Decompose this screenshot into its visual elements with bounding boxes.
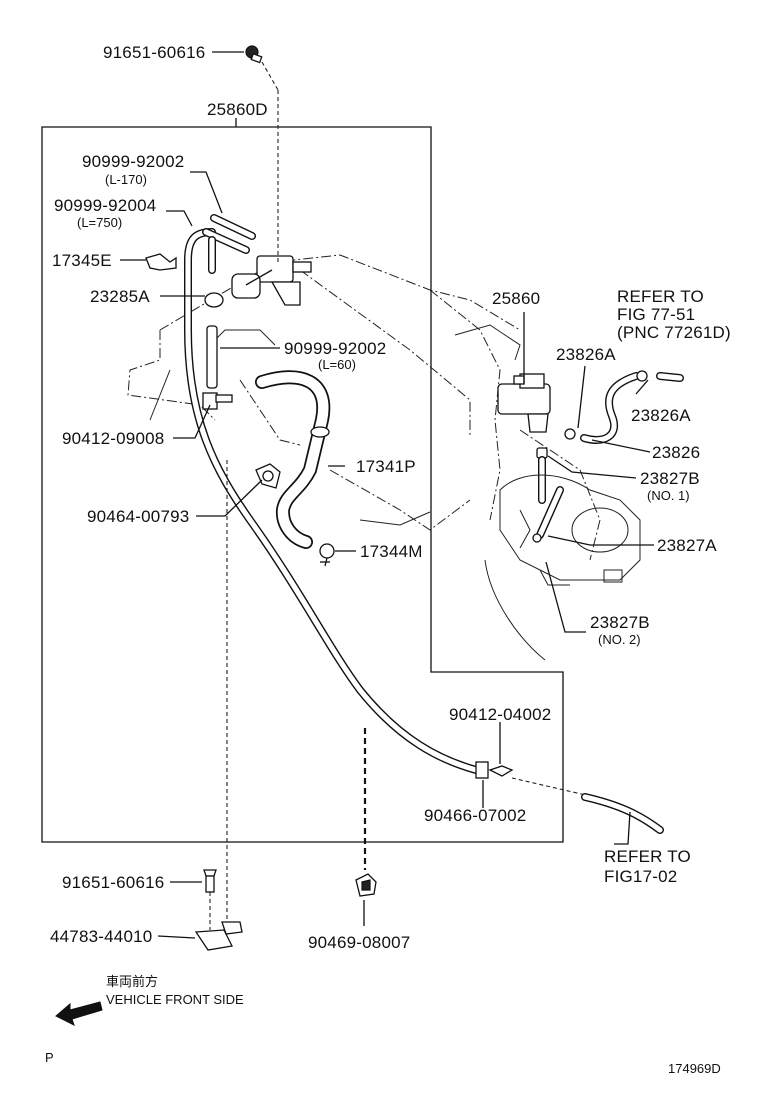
label-bolt-top: 91651-60616: [103, 43, 205, 62]
tube-23827: [532, 447, 564, 543]
engine-outline: [127, 254, 601, 661]
connector-90412-04002: [475, 761, 514, 779]
clip-90469-08007: [355, 873, 377, 897]
label-clip-90469: 90469-08007: [308, 933, 410, 952]
label-hose-l170-len: (L-170): [105, 172, 147, 187]
label-refer-fig77-line1: REFER TO: [617, 287, 704, 306]
assembly-boundary: [41, 126, 564, 843]
label-hose-17341p: 17341P: [356, 457, 416, 476]
left-arrow-icon: [55, 1001, 103, 1026]
label-hose-l750-len: (L=750): [77, 215, 122, 230]
label-assembly: 25860D: [207, 100, 268, 119]
label-part-23827b-no2-note: (NO. 2): [598, 632, 641, 647]
label-bolt-bottom: 91651-60616: [62, 873, 164, 892]
clamp-90464-00793: [255, 463, 281, 489]
clamp-17344m: [319, 543, 335, 567]
bolt-bottom-91651: [203, 869, 217, 893]
leader-lines: [120, 51, 654, 939]
hose-23826: [564, 370, 648, 444]
hose-l170: [202, 214, 256, 274]
label-part-23827b-no1: 23827B: [640, 469, 700, 488]
vsv-solenoid-25860d: [204, 255, 312, 308]
label-part-23827b-no1-note: (NO. 1): [647, 488, 690, 503]
throttle-body: [499, 474, 641, 586]
dash-to-fig17: [511, 777, 591, 797]
label-clamp-90464: 90464-00793: [87, 507, 189, 526]
front-label-en: VEHICLE FRONT SIDE: [106, 992, 244, 1007]
label-part-23285a: 23285A: [90, 287, 150, 306]
label-part-23826a-upper: 23826A: [556, 345, 616, 364]
hose-end-fig77: [656, 372, 684, 382]
label-hose-l60-len: (L=60): [318, 357, 356, 372]
clamp-17345e: [145, 253, 177, 271]
label-clamp-17345e: 17345E: [52, 251, 112, 270]
bracket-44783-44010: [194, 921, 243, 951]
label-valve-25860: 25860: [492, 289, 540, 308]
label-part-23826a-lower: 23826A: [631, 406, 691, 425]
label-refer-fig77-line3: (PNC 77261D): [617, 323, 731, 342]
label-refer-fig17-line1: REFER TO: [604, 847, 691, 866]
figure-id: 174969D: [668, 1061, 721, 1076]
label-part-23827a: 23827A: [657, 536, 717, 555]
label-part-23827b-no2: 23827B: [590, 613, 650, 632]
corner-letter: P: [45, 1050, 54, 1065]
label-clip-90412-04002: 90412-04002: [449, 705, 551, 724]
dash-bolt-top: [261, 61, 279, 91]
label-refer-fig17-line2: FIG17-02: [604, 867, 677, 886]
label-refer-fig77-line2: FIG 77-51: [617, 305, 695, 324]
label-hose-l60: 90999-92002: [284, 339, 386, 358]
hose-to-fig17: [581, 793, 664, 834]
label-clamp-90466: 90466-07002: [424, 806, 526, 825]
clip-90412-09008: [202, 392, 233, 410]
bolt-top-91651: [245, 45, 263, 64]
label-clip-90412-09008: 90412-09008: [62, 429, 164, 448]
vsv-25860: [497, 373, 551, 433]
hose-l60: [206, 325, 218, 389]
label-hose-l750: 90999-92004: [54, 196, 156, 215]
label-part-23826: 23826: [652, 443, 700, 462]
label-bracket-44783: 44783-44010: [50, 927, 152, 946]
front-label-jp: 車両前方: [106, 974, 158, 989]
hose-l750: [184, 228, 480, 774]
hose-17341p: [255, 370, 331, 549]
label-clamp-17344m: 17344M: [360, 542, 423, 561]
label-hose-l170: 90999-92002: [82, 152, 184, 171]
